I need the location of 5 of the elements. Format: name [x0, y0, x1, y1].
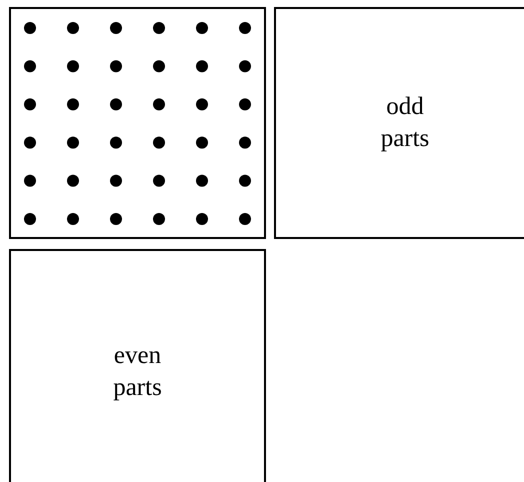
- panel: [9, 249, 266, 482]
- panel: [9, 7, 266, 239]
- panel-label: even parts: [113, 340, 162, 402]
- panel: [274, 7, 524, 239]
- panel-label: odd parts: [380, 92, 430, 154]
